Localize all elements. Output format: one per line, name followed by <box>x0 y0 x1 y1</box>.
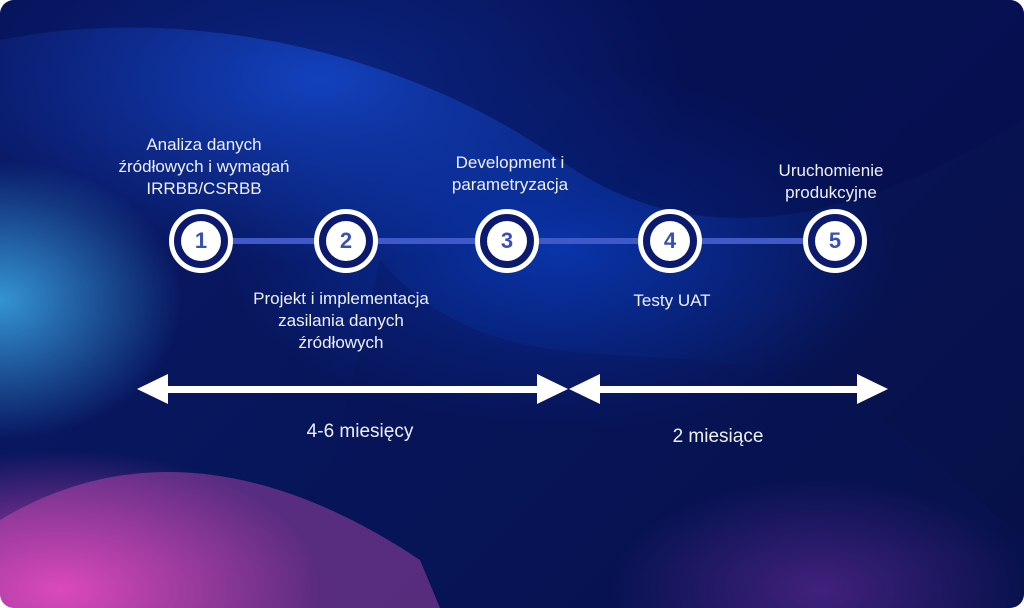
duration-arrow-2 <box>569 374 888 404</box>
label-line: źródłowych <box>298 333 384 352</box>
step-number: 1 <box>181 221 221 261</box>
step-2-marker: 2 <box>314 209 378 273</box>
label-line: zasilania danych <box>278 311 404 330</box>
step-1-marker: 1 <box>169 209 233 273</box>
label-line: Uruchomienie <box>778 161 884 180</box>
label-line: parametryzacja <box>451 175 569 194</box>
label-line: Projekt i implementacja <box>253 289 429 308</box>
label-line: Testy UAT <box>633 291 711 310</box>
duration-label-2: 2 miesiące <box>672 426 764 447</box>
label-line: Analiza danych <box>146 135 262 154</box>
label-line: IRRBB/CSRBB <box>146 179 262 198</box>
step-number: 5 <box>815 221 855 261</box>
step-5-label: Uruchomienie produkcyjne <box>779 160 884 204</box>
label-line: produkcyjne <box>785 183 877 202</box>
label-line: Development i <box>455 153 565 172</box>
duration-label-1: 4-6 miesięcy <box>306 421 414 442</box>
label-line: źródłowych i wymagań <box>118 157 290 176</box>
duration-arrow-1 <box>137 374 568 404</box>
step-3-label: Development i parametryzacja <box>452 152 568 196</box>
step-number: 4 <box>650 221 690 261</box>
step-4-label: Testy UAT <box>633 290 710 312</box>
step-number: 2 <box>326 221 366 261</box>
step-4-marker: 4 <box>638 209 702 273</box>
step-number: 3 <box>487 221 527 261</box>
step-3-marker: 3 <box>475 209 539 273</box>
step-1-label: Analiza danych źródłowych i wymagań IRRB… <box>118 134 289 200</box>
step-5-marker: 5 <box>803 209 867 273</box>
step-2-label: Projekt i implementacja zasilania danych… <box>253 288 429 354</box>
